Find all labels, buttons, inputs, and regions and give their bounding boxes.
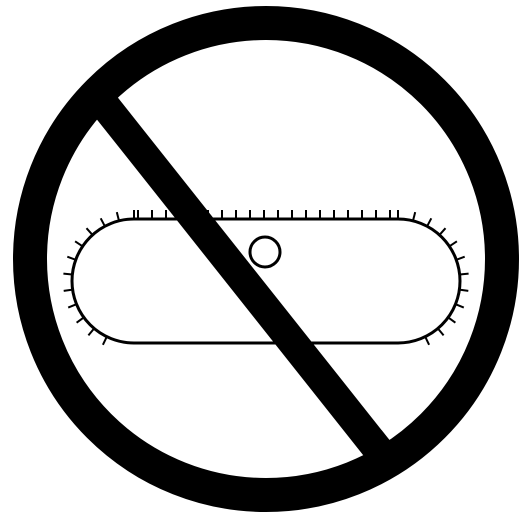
bacterium-cilium: [101, 218, 105, 226]
bacterium-cilium: [456, 257, 464, 260]
prohibition-slash-icon: [99, 98, 387, 461]
bacterium-cilium: [448, 317, 455, 322]
bacterium-cilium: [103, 337, 107, 345]
bacterium-cilium: [459, 290, 468, 291]
bacterium-cilium: [67, 257, 75, 260]
bacterium-cilium: [68, 304, 76, 307]
bacterium-cilium: [425, 337, 429, 345]
bacterium-cilium: [413, 212, 415, 221]
bacterium-cilium: [438, 329, 444, 336]
bacterium-cilium: [440, 228, 446, 235]
bacterium-cilium: [449, 241, 457, 246]
bacterium-cilium: [87, 228, 93, 235]
bacterium-cilium: [77, 317, 84, 322]
bacterium-cilium: [75, 241, 83, 246]
bacterium-cilium: [460, 274, 469, 275]
bacterium-cilium: [64, 290, 73, 291]
bacterium-cilium: [88, 329, 94, 336]
bacterium-nucleus: [250, 237, 280, 267]
bacterium-cilium: [117, 212, 119, 221]
bacterium-cilium: [63, 274, 72, 275]
bacterium-cilium: [456, 304, 464, 307]
bacterium-cilium: [427, 218, 431, 226]
